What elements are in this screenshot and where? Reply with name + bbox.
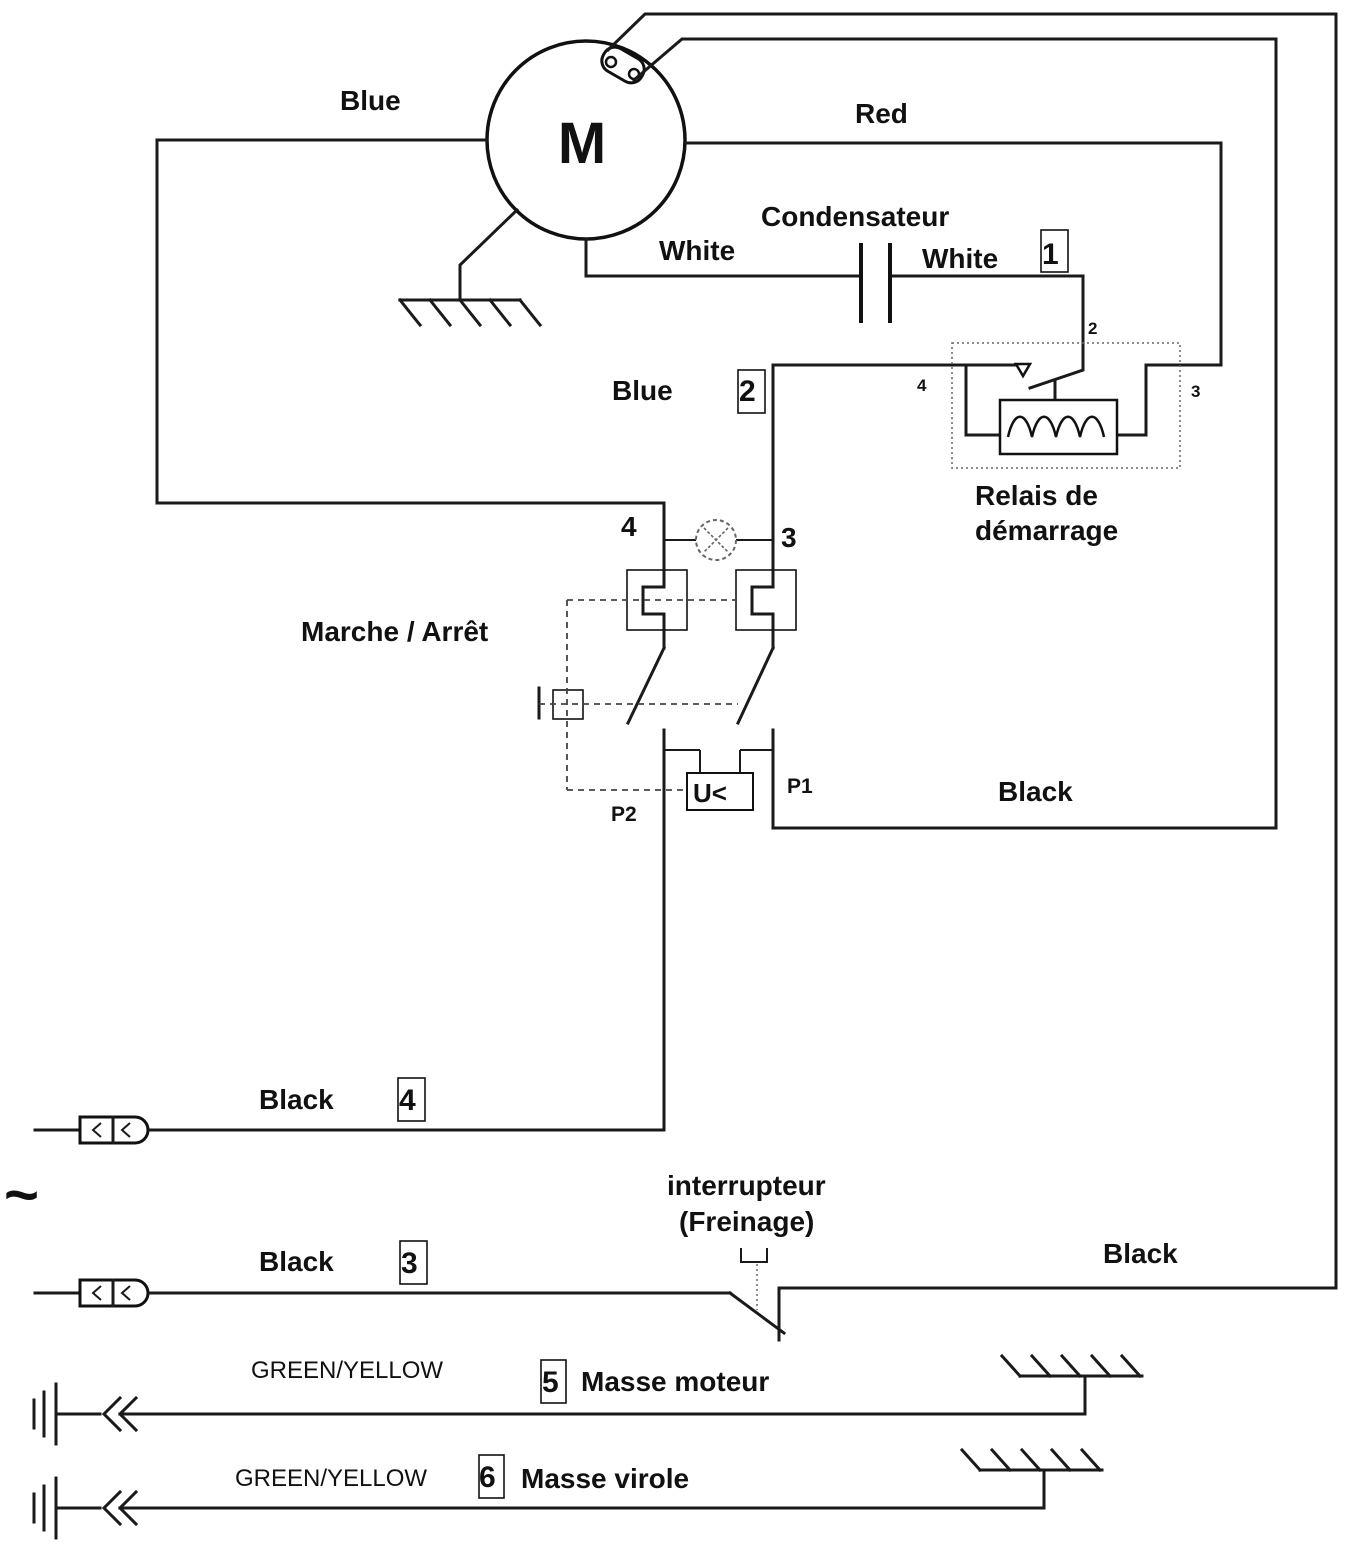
wire-thermal-outer bbox=[605, 12, 1338, 1342]
motor: M bbox=[485, 39, 687, 241]
wire-red bbox=[684, 141, 1223, 437]
capacitor-icon bbox=[859, 243, 892, 323]
label-wire-blue-top: Blue bbox=[340, 85, 401, 116]
wire-blue-top bbox=[155, 138, 666, 572]
label-brake-switch-line1: interrupteur bbox=[667, 1170, 826, 1201]
label-wire-black-line4: Black bbox=[259, 1084, 334, 1115]
label-box-6: 6 bbox=[479, 1461, 496, 1494]
label-box-4: 4 bbox=[399, 1084, 416, 1117]
label-wire-black-line3: Black bbox=[259, 1246, 334, 1277]
plug-line3-icon bbox=[33, 1278, 732, 1308]
motor-ground-icon bbox=[397, 207, 543, 328]
label-wire-white-left: White bbox=[659, 235, 735, 266]
label-relay-terminal-2: 2 bbox=[1088, 319, 1097, 338]
plug-line4-icon bbox=[33, 1115, 666, 1145]
wire-blue-mid bbox=[771, 363, 1030, 572]
label-mass-motor: Masse moteur bbox=[581, 1366, 769, 1397]
label-green-yellow-5: GREEN/YELLOW bbox=[251, 1357, 443, 1384]
label-wire-black-p1: Black bbox=[998, 776, 1073, 807]
label-relay-line2: démarrage bbox=[975, 515, 1118, 546]
earth-line6-icon bbox=[32, 1447, 1104, 1540]
label-wire-white-right: White bbox=[922, 243, 998, 274]
on-off-switch bbox=[537, 519, 797, 1132]
label-wire-black-right: Black bbox=[1103, 1238, 1178, 1269]
label-wire-red: Red bbox=[855, 98, 908, 129]
label-ac-symbol: ~ bbox=[4, 1161, 39, 1228]
label-p1: P1 bbox=[787, 775, 813, 798]
wire-thermal-inner bbox=[631, 37, 1278, 830]
label-relay-line1: Relais de bbox=[975, 480, 1098, 511]
earth-line5-icon bbox=[32, 1353, 1144, 1446]
label-p2: P2 bbox=[611, 803, 637, 826]
label-capacitor: Condensateur bbox=[761, 201, 949, 232]
label-switch-terminal-3: 3 bbox=[781, 522, 797, 553]
label-mass-ferrule: Masse virole bbox=[521, 1463, 689, 1494]
label-switch-terminal-4: 4 bbox=[621, 511, 637, 542]
label-relay-terminal-3: 3 bbox=[1191, 382, 1200, 401]
label-brake-switch-line2: (Freinage) bbox=[679, 1206, 814, 1237]
start-relay bbox=[951, 342, 1181, 469]
motor-symbol: M bbox=[558, 111, 606, 176]
label-undervoltage: U< bbox=[693, 778, 727, 808]
label-box-2: 2 bbox=[739, 375, 756, 408]
label-box-3: 3 bbox=[401, 1247, 418, 1280]
label-on-off-switch: Marche / Arrêt bbox=[301, 616, 488, 647]
label-box-1: 1 bbox=[1042, 238, 1059, 271]
label-box-5: 5 bbox=[542, 1366, 559, 1399]
brake-switch-icon bbox=[727, 1248, 787, 1336]
label-relay-terminal-4: 4 bbox=[917, 376, 927, 395]
label-wire-blue-mid: Blue bbox=[612, 375, 673, 406]
undervoltage-coil bbox=[686, 772, 754, 811]
label-green-yellow-6: GREEN/YELLOW bbox=[235, 1465, 427, 1492]
